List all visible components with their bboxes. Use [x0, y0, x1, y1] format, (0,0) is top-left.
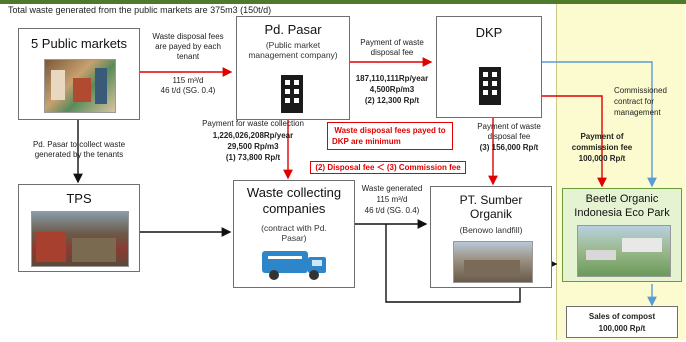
sales-compost-price: 100,000 Rp/t	[598, 324, 646, 333]
diagram-heading: Total waste generated from the public ma…	[8, 5, 272, 15]
label-collection-fee-3: (1) 73,800 Rp/t	[225, 153, 281, 162]
label-collection-fee-1: 1,226,026,208Rp/year	[212, 131, 294, 140]
label-commissioned-3: management	[614, 108, 661, 117]
header-bar	[0, 0, 686, 4]
label-payment-commission-2: commission fee	[571, 143, 633, 152]
node-beetle-title-2: Indonesia Eco Park	[574, 207, 670, 219]
label-pasar-collect-2: generated by the tenants	[34, 150, 124, 159]
label-payment-disposal-1: Payment of waste	[360, 38, 424, 47]
label-payment-commission-1: Payment of	[580, 132, 624, 141]
node-pd-pasar-subtitle-2: management company)	[248, 50, 338, 60]
label-fees-by-tenant-3: tenant	[176, 52, 200, 61]
label-flow1-weight: 46 t/d (SG. 0.4)	[160, 86, 216, 95]
node-public-markets-title: 5 Public markets	[30, 36, 128, 51]
node-sumber-title-2: Organik	[469, 207, 513, 221]
label-fees-by-tenant-2: are payed by each	[155, 42, 221, 51]
label-generated-3: 46 t/d (SG. 0.4)	[364, 206, 420, 215]
label-generated-1: Waste generated	[361, 184, 423, 193]
label-dkp-fee-3: (2) 12,300 Rp/t	[364, 96, 420, 105]
node-pt-sumber-organik: PT. Sumber Organik (Benowo landfill)	[430, 186, 552, 288]
label-payment-collection: Payment for waste collection	[202, 119, 304, 128]
red-compare-text: (2) Disposal fee ＜ (3) Commission fee	[315, 163, 461, 172]
building-icon	[281, 75, 303, 113]
node-waste-collecting-title-1: Waste collecting	[246, 185, 342, 200]
arrow-commission-fee	[542, 95, 607, 188]
node-sumber-title-1: PT. Sumber	[459, 193, 523, 207]
sales-compost-label: Sales of compost	[588, 312, 656, 321]
node-sumber-subtitle: (Benowo landfill)	[459, 225, 523, 235]
label-dkp-fee-2: 4,500Rp/m3	[369, 85, 415, 94]
label-dkp-fee-1: 187,110,111Rp/year	[355, 74, 429, 83]
label-sumber-fee: (3) 156,000 Rp/t	[479, 143, 539, 152]
tps-photo	[31, 211, 129, 267]
node-beetle-title-1: Beetle Organic	[585, 193, 659, 205]
node-waste-collecting-subtitle-2: Pasar)	[281, 233, 307, 243]
node-pd-pasar: Pd. Pasar (Public market management comp…	[236, 16, 350, 120]
eco-park-panel	[556, 4, 685, 340]
label-payment-disposal-b-1: Payment of waste	[477, 122, 541, 131]
node-waste-collecting-subtitle-1: (contract with Pd.	[261, 223, 327, 233]
eco-park-photo	[577, 225, 671, 277]
node-dkp: DKP	[436, 16, 542, 118]
label-pasar-collect-1: Pd. Pasar to collect waste	[32, 140, 126, 149]
label-commissioned-2: contract for	[614, 97, 655, 106]
garbage-truck-icon	[262, 251, 326, 280]
label-flow1-volume: 115 m³/d	[172, 76, 204, 85]
node-tps: TPS	[18, 184, 140, 272]
node-pd-pasar-title: Pd. Pasar	[264, 22, 322, 37]
red-compare-box: (2) Disposal fee ＜ (3) Commission fee	[310, 161, 466, 174]
node-dkp-title: DKP	[475, 25, 503, 40]
node-tps-title: TPS	[66, 191, 92, 206]
market-photo	[44, 59, 116, 113]
node-waste-collecting: Waste collecting companies (contract wit…	[233, 180, 355, 288]
label-generated-2: 115 m³/d	[376, 195, 408, 204]
label-payment-disposal-2: disposal fee	[370, 48, 414, 57]
label-fees-by-tenant-1: Waste disposal fees	[152, 32, 224, 41]
red-note-line-1: Waste disposal fees payed to	[334, 126, 446, 135]
node-beetle-eco-park: Beetle Organic Indonesia Eco Park	[562, 188, 682, 282]
label-payment-commission-3: 100,000 Rp/t	[578, 154, 626, 163]
landfill-photo	[453, 241, 533, 283]
node-waste-collecting-title-2: companies	[262, 201, 326, 216]
node-sales-of-compost: Sales of compost 100,000 Rp/t	[566, 306, 678, 338]
label-payment-disposal-b-2: disposal fee	[487, 132, 531, 141]
red-note-box: Waste disposal fees payed to DKP are min…	[327, 122, 453, 150]
red-note-line-2: DKP are minimum	[332, 137, 401, 146]
building-icon	[479, 67, 501, 105]
label-commissioned-1: Commissioned	[614, 86, 667, 95]
node-pd-pasar-subtitle-1: (Public market	[265, 40, 321, 50]
label-collection-fee-2: 29,500 Rp/m3	[227, 142, 279, 151]
node-public-markets: 5 Public markets	[18, 28, 140, 120]
arrow-dkp-to-ecopark	[542, 61, 657, 188]
